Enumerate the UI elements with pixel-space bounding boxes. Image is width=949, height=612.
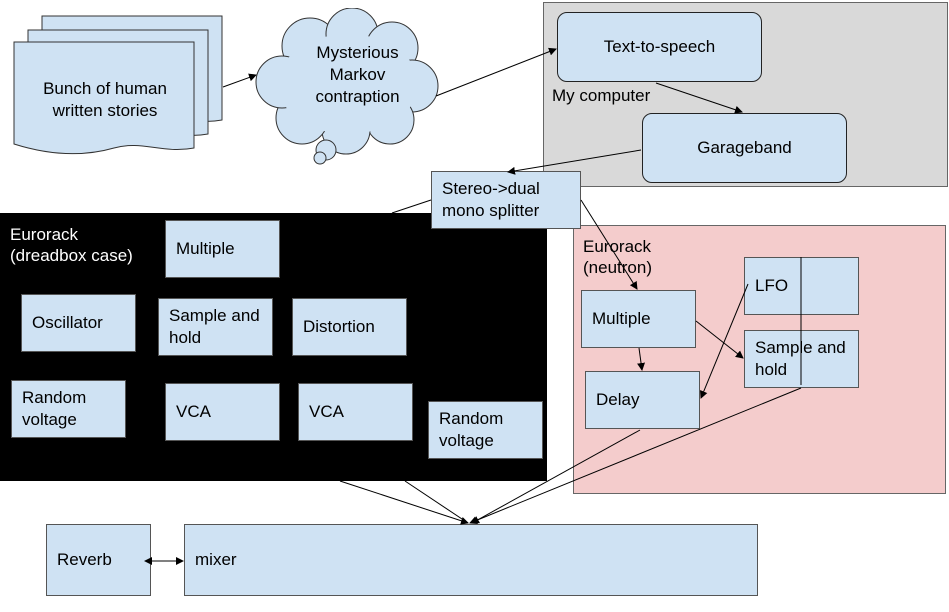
neutron-title-line1: Eurorack	[583, 237, 652, 256]
dreadbox-random-voltage-2-node: Random voltage	[428, 401, 543, 459]
stereo-splitter-node: Stereo->dual mono splitter	[431, 171, 581, 229]
documents-stack-shape	[13, 15, 223, 155]
wire-markov-to-tts	[435, 47, 557, 97]
markov-label: Mysterious Markov contraption	[315, 43, 400, 106]
dreadbox-distortion-node: Distortion	[292, 298, 407, 356]
dreadbox-vca-2-node: VCA	[298, 383, 413, 441]
neutron-title-line2: (neutron)	[583, 258, 652, 277]
wire-multiple-to-sample-hold	[695, 320, 744, 359]
wire-stories-to-markov	[222, 73, 257, 88]
wire-dreadbox-to-mixer-a	[339, 480, 469, 525]
mixer-node: mixer	[184, 524, 758, 596]
dreadbox-vca-1-node: VCA	[165, 383, 280, 441]
dreadbox-multiple-node: Multiple	[165, 220, 280, 278]
thought-cloud-shape	[255, 8, 439, 165]
dreadbox-oscillator-node: Oscillator	[21, 294, 136, 352]
wire-lfo-to-delay	[699, 283, 749, 399]
garageband-node: Garageband	[642, 113, 847, 183]
stories-label: Bunch of human written stories	[43, 79, 167, 120]
wire-dreadbox-to-mixer-b	[404, 480, 469, 524]
neutron-multiple-node: Multiple	[581, 290, 696, 348]
computer-title: My computer	[552, 86, 651, 105]
neutron-delay-node: Delay	[585, 371, 700, 429]
wire-multiple-to-delay	[637, 347, 646, 371]
wire-garageband-to-splitter	[507, 149, 642, 175]
wire-sample-hold-to-mixer	[469, 387, 802, 525]
dreadbox-title-line1: Eurorack	[10, 225, 79, 244]
dreadbox-random-voltage-1-node: Random voltage	[11, 380, 126, 438]
wire-splitter-to-neutron-multiple	[580, 199, 638, 290]
wire-splitter-to-dreadbox	[391, 199, 432, 214]
dreadbox-sample-hold-node: Sample and hold	[158, 298, 273, 356]
wire-delay-to-mixer	[471, 429, 641, 524]
dreadbox-title-line2: (dreadbox case)	[10, 246, 133, 265]
text-to-speech-node: Text-to-speech	[557, 12, 762, 82]
wire-tts-to-garageband	[655, 82, 743, 114]
reverb-node: Reverb	[46, 524, 151, 596]
